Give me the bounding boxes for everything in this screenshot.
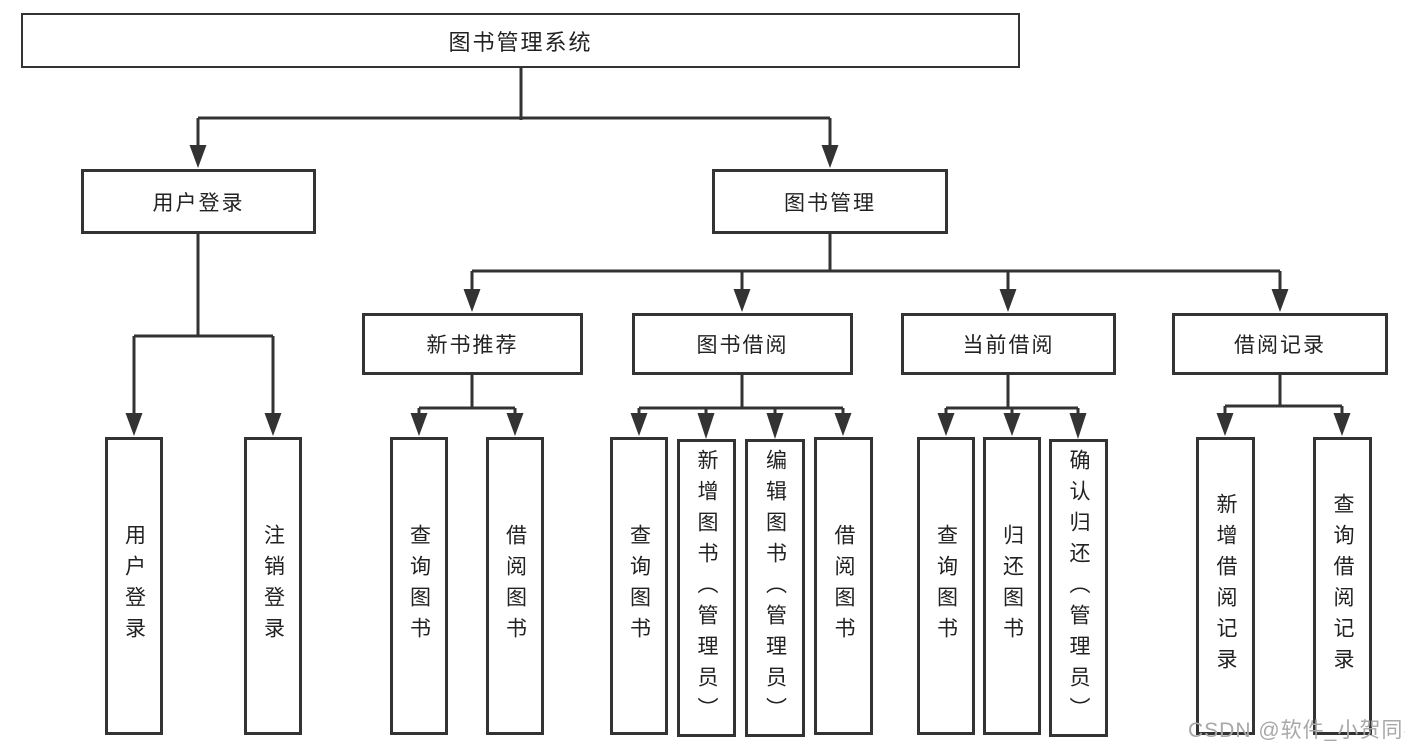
- leaf-add-borrowing-record: 新增借阅记录: [1196, 437, 1255, 735]
- leaf-query-books-borrowing: 查询图书: [610, 437, 668, 735]
- edge-borrowing-records-to-leaves: [1216, 375, 1351, 436]
- leaf-borrow-books: 借阅图书: [814, 437, 873, 735]
- edge-new-books-to-leaves: [410, 375, 524, 436]
- leaf-user-login: 用户登录: [105, 437, 163, 735]
- node-book-borrowing: 图书借阅: [632, 313, 853, 375]
- csdn-watermark: CSDN @软件_小贺同学: [1188, 719, 1405, 742]
- node-new-book-recommend: 新书推荐: [362, 313, 583, 375]
- leaf-add-books-admin: 新增图书（管理员）: [677, 439, 736, 737]
- node-library-management-system: 图书管理系统: [21, 13, 1020, 68]
- edge-book-management-to-level3: [463, 234, 1289, 312]
- node-book-management: 图书管理: [712, 169, 948, 234]
- node-borrowing-records: 借阅记录: [1172, 313, 1388, 375]
- edge-book-borrowing-to-leaves: [630, 375, 852, 439]
- node-current-borrowing: 当前借阅: [901, 313, 1116, 375]
- edge-user-login-to-leaves: [125, 234, 282, 436]
- leaf-query-books-recommend: 查询图书: [390, 437, 448, 735]
- leaf-query-borrowing-record: 查询借阅记录: [1313, 437, 1372, 735]
- leaf-borrow-books-recommend: 借阅图书: [486, 437, 544, 735]
- leaf-return-books: 归还图书: [983, 437, 1041, 735]
- leaf-edit-books-admin: 编辑图书（管理员）: [745, 439, 805, 737]
- leaf-logout: 注销登录: [244, 437, 302, 735]
- edge-current-borrowing-to-leaves: [937, 375, 1087, 439]
- leaf-confirm-return-admin: 确认归还（管理员）: [1049, 439, 1108, 737]
- node-user-login: 用户登录: [81, 169, 316, 234]
- leaf-query-books-current: 查询图书: [917, 437, 975, 735]
- edge-root-to-level2: [189, 68, 839, 168]
